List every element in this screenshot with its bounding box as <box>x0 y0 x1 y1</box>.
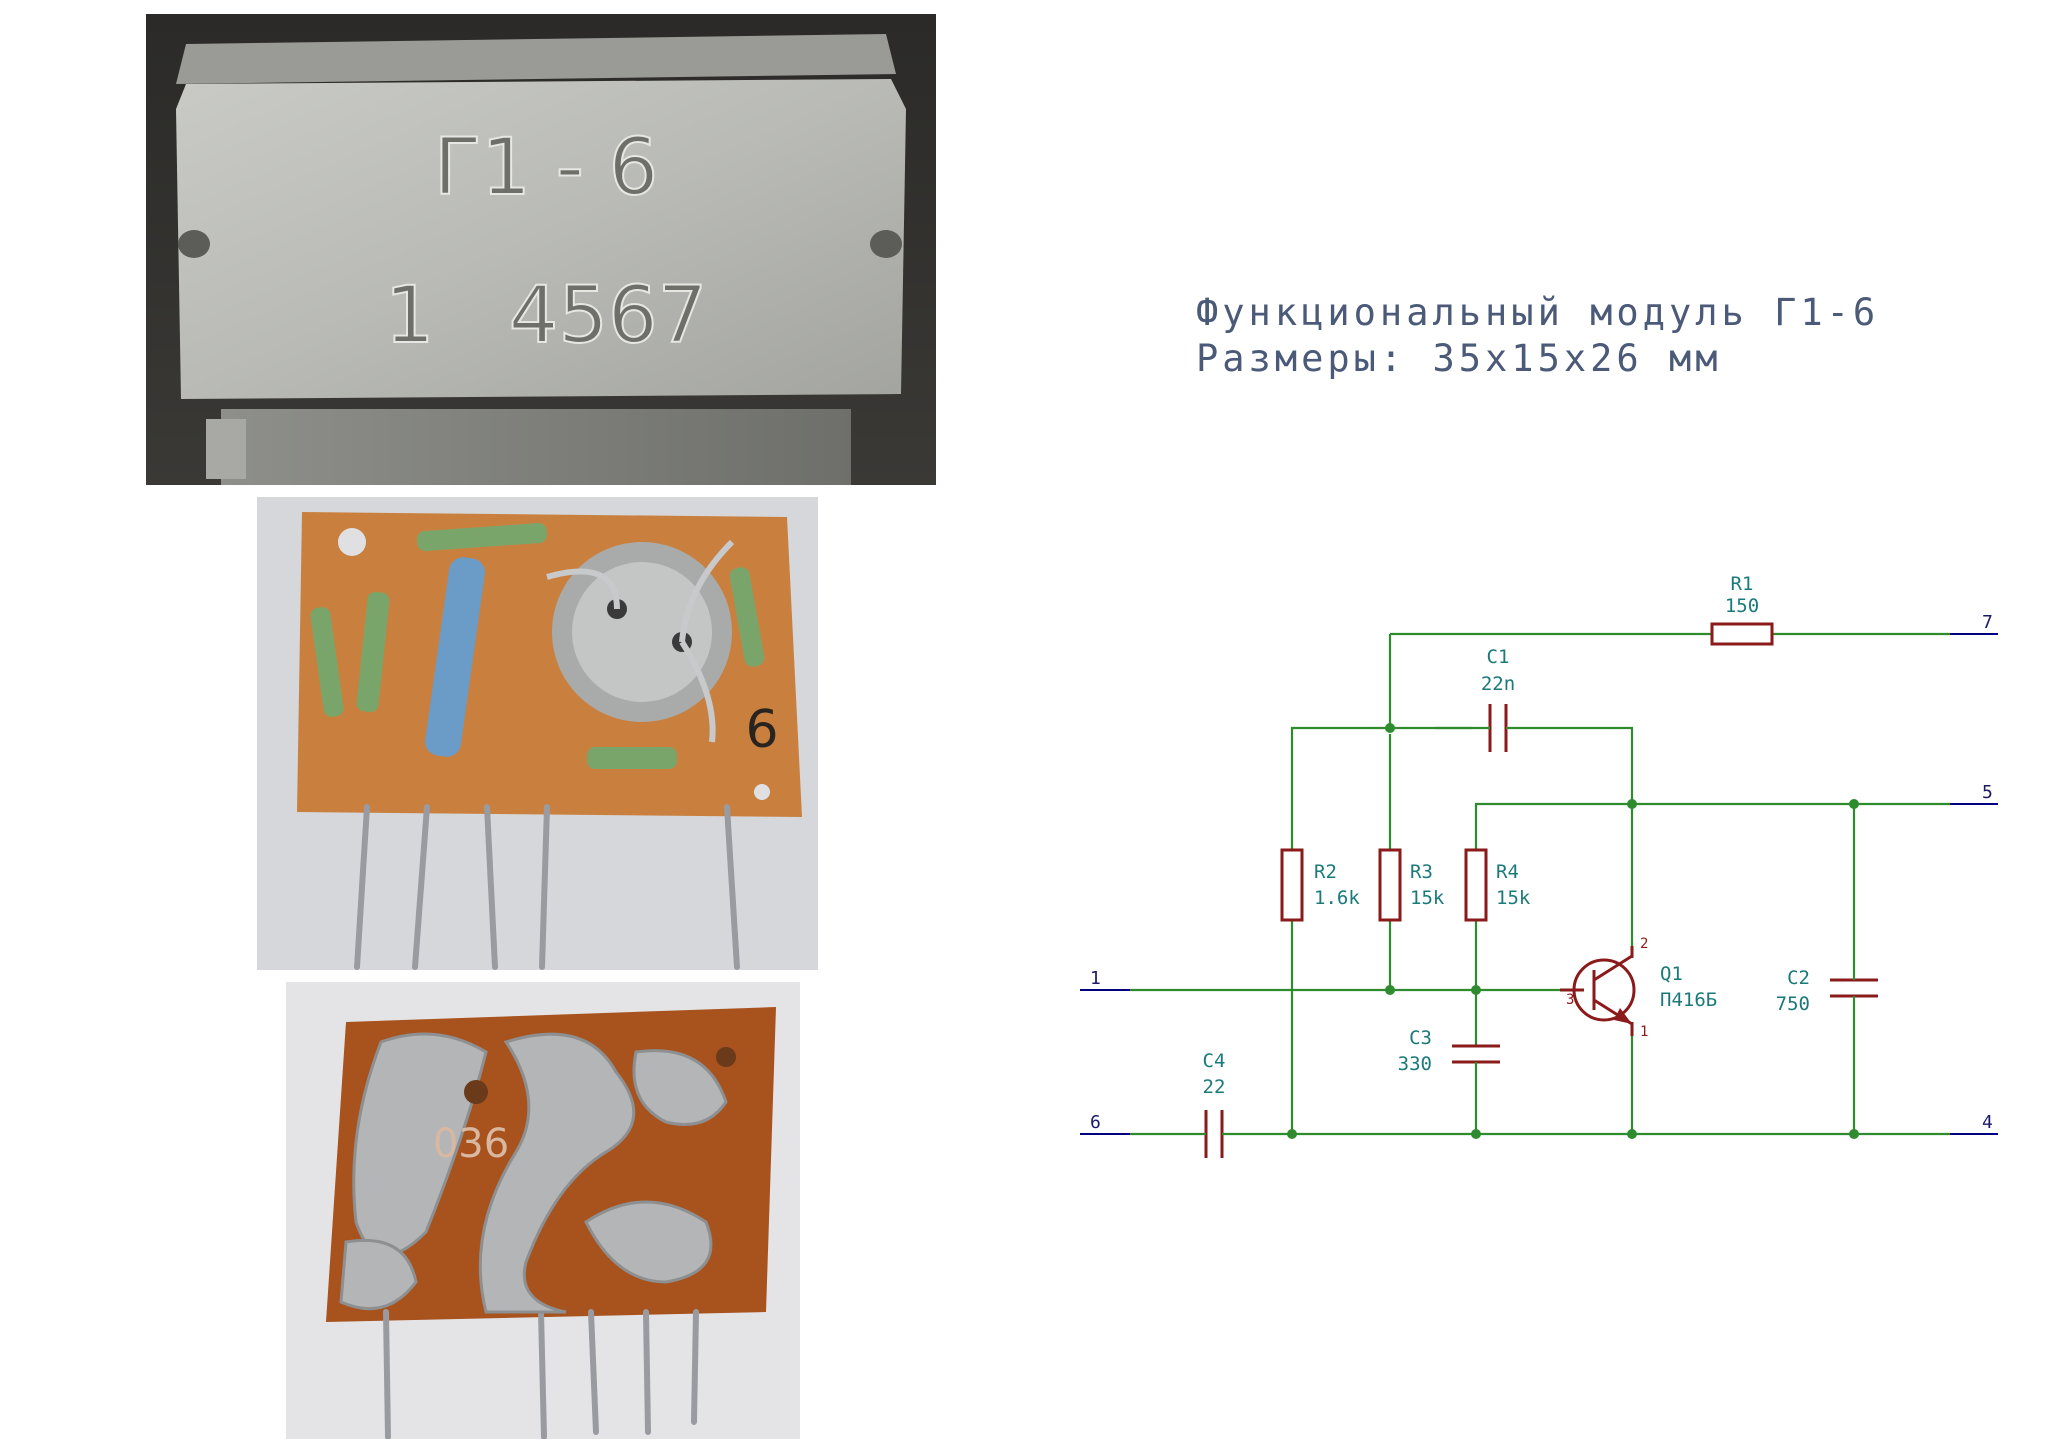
resistor-r3-value: 15k <box>1410 887 1445 909</box>
capacitor-c3-value: 330 <box>1398 1053 1432 1075</box>
circuit-schematic: 7 5 4 1 6 R1 150 C1 22n R2 1.6k R3 15k R… <box>1080 573 1998 1158</box>
pin-7-label: 7 <box>1982 612 1993 633</box>
resistor-r1: R1 150 <box>1710 573 1774 646</box>
case-marking-bottom: 1 4567 <box>385 271 708 361</box>
transistor-q1-collector <box>1593 954 1633 982</box>
resistor-r4: R4 15k <box>1464 848 1531 922</box>
capacitor-c3: C3 330 <box>1398 1027 1500 1080</box>
title-block: Функциональный модуль Г1-6 Размеры: 35x1… <box>1196 290 1879 382</box>
wire-base-branches <box>1388 920 1478 1134</box>
wire-net-5 <box>1474 802 1950 850</box>
resistor-r2-ref: R2 <box>1314 861 1337 883</box>
resistor-r3-ref: R3 <box>1410 861 1433 883</box>
transistor-q1-ref: Q1 <box>1660 963 1683 985</box>
pcb-bottom-marking: 036 <box>433 1121 509 1167</box>
pin-4-label: 4 <box>1982 1112 1993 1133</box>
capacitor-c1-ref: C1 <box>1487 646 1510 668</box>
wire-net-c1 <box>1388 634 1634 850</box>
capacitor-c1: C1 22n <box>1472 646 1524 752</box>
transistor-q1-pin-b: 3 <box>1566 992 1574 1008</box>
resistor-r3-body <box>1378 848 1402 922</box>
resistor-r1-ref: R1 <box>1731 573 1754 595</box>
module-dimensions: Размеры: 35x15x26 мм <box>1196 337 1722 380</box>
pcb-top-marking: 6 <box>745 700 778 760</box>
junction <box>1471 1129 1481 1139</box>
capacitor-c3-ref: C3 <box>1409 1027 1432 1049</box>
resistor-r1-body <box>1710 622 1774 646</box>
junction <box>1385 985 1395 995</box>
capacitor-c1-value: 22n <box>1481 673 1515 695</box>
capacitor-c2-value: 750 <box>1776 993 1810 1015</box>
resistor-r4-body <box>1464 848 1488 922</box>
pin-6-label: 6 <box>1090 1112 1101 1133</box>
wires <box>1130 632 1950 1136</box>
junction <box>1627 1129 1637 1139</box>
wire-net-r2 <box>1290 726 1472 1134</box>
junction <box>1287 1129 1297 1139</box>
transistor-q1-value: П416Б <box>1660 989 1717 1011</box>
transistor-q1-pin-e: 1 <box>1640 1024 1648 1040</box>
module-title: Функциональный модуль Г1-6 <box>1196 291 1880 334</box>
transistor-q1: 3 2 1 Q1 П416Б <box>1560 804 1717 1040</box>
transistor-q1-emitter-arrow <box>1614 1008 1632 1024</box>
resistor-r2-body <box>1280 848 1304 922</box>
capacitor-c2: C2 750 <box>1776 967 1878 1015</box>
module-case-photo: Г1 - 6 1 4567 <box>146 14 936 485</box>
resistor-r1-value: 150 <box>1725 595 1759 617</box>
junction <box>1849 799 1859 809</box>
resistor-r2-value: 1.6k <box>1314 887 1360 909</box>
pcb-solder-side-photo: 036 <box>286 982 800 1439</box>
resistor-r2: R2 1.6k <box>1280 848 1360 922</box>
connector-pins: 7 5 4 1 6 <box>1080 612 1998 1135</box>
capacitor-c4: C4 22 <box>1188 1050 1240 1158</box>
capacitor-c4-value: 22 <box>1203 1076 1226 1098</box>
pin-1-label: 1 <box>1090 968 1101 989</box>
capacitor-c4-ref: C4 <box>1203 1050 1226 1072</box>
transistor-q1-body <box>1572 958 1636 1022</box>
transistor-q1-pin-c: 2 <box>1640 936 1648 952</box>
resistor-r4-value: 15k <box>1496 887 1531 909</box>
junction <box>1471 985 1481 995</box>
capacitor-c2-ref: C2 <box>1787 967 1810 989</box>
junction <box>1385 723 1395 733</box>
junction <box>1849 1129 1859 1139</box>
pin-5-label: 5 <box>1982 782 1993 803</box>
resistor-r4-ref: R4 <box>1496 861 1519 883</box>
case-marking-top: Г1 - 6 <box>434 123 659 213</box>
pcb-component-side-photo: 6 <box>257 497 818 970</box>
resistor-r3: R3 15k <box>1378 848 1445 922</box>
junctions <box>1287 723 1859 1139</box>
